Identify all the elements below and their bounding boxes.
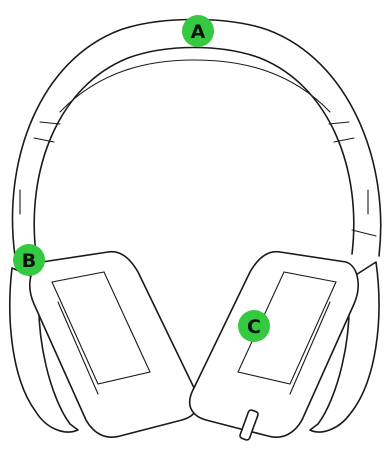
right-ear-cup xyxy=(190,252,379,441)
callout-b: B xyxy=(13,244,45,276)
callout-a-label: A xyxy=(191,21,206,43)
callout-b-label: B xyxy=(22,250,36,272)
headband xyxy=(12,20,380,257)
callout-c: C xyxy=(238,310,270,342)
callout-a: A xyxy=(182,15,214,47)
callout-c-label: C xyxy=(247,316,261,338)
left-ear-cup xyxy=(10,252,198,438)
